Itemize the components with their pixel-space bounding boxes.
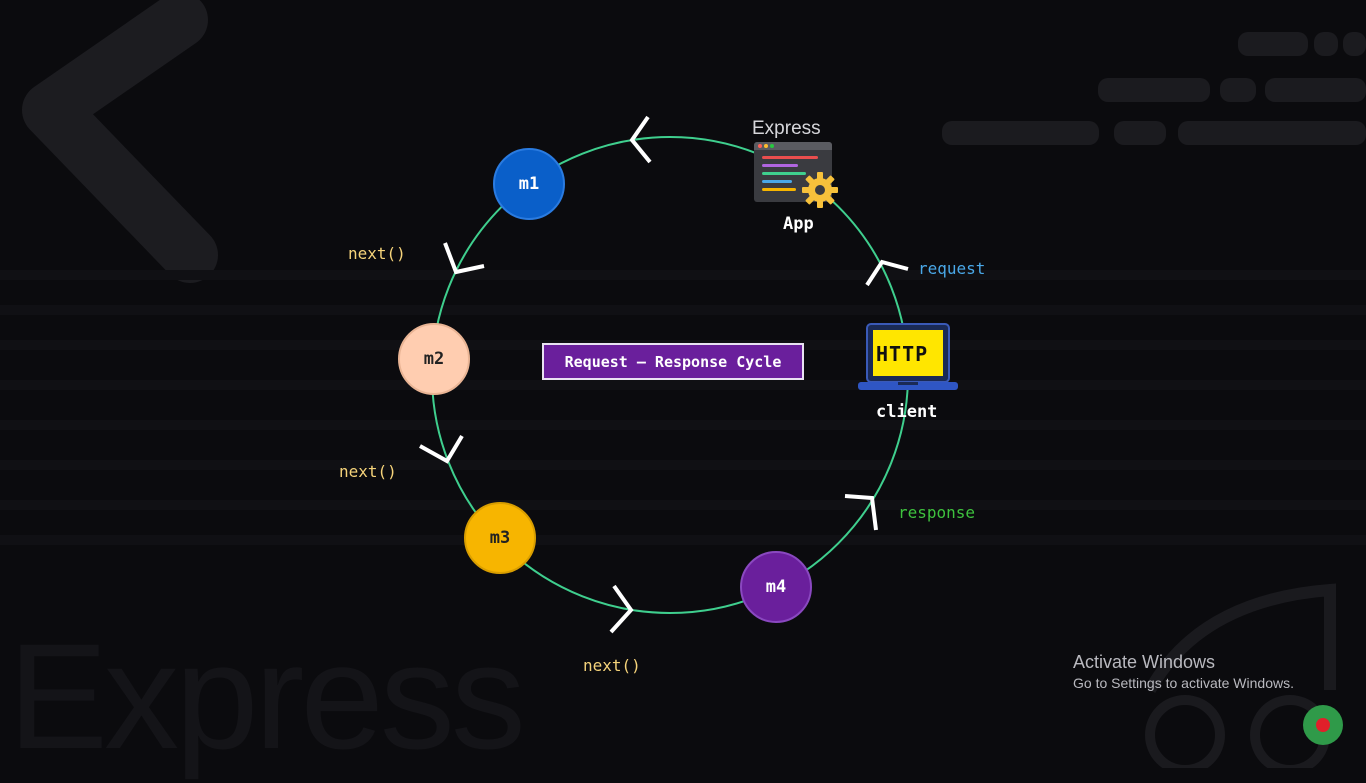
arrow-m2-to-m3: [419, 434, 464, 464]
node-m3-label: m3: [489, 528, 511, 548]
background-pill: [1265, 78, 1366, 102]
arrow-m1-to-m2: [443, 242, 485, 275]
background-band: [0, 270, 1366, 280]
node-m2-label: m2: [423, 349, 445, 369]
next-label-3: next(): [583, 656, 641, 675]
background-band: [0, 420, 1366, 430]
node-m3: m3: [464, 502, 536, 574]
arrow-m4-to-client: [844, 494, 878, 531]
background-band: [0, 500, 1366, 510]
background-pill: [1238, 32, 1308, 56]
laptop-screen-text: HTTP: [876, 342, 929, 366]
app-brand-label: Express: [752, 118, 821, 139]
record-icon: [1316, 718, 1330, 732]
next-label-1: next(): [348, 244, 406, 263]
background-band: [0, 535, 1366, 545]
arrow-m3-to-m4: [609, 584, 634, 634]
arrow-app-to-m1: [629, 115, 652, 164]
arrow-client-to-app: [865, 259, 909, 287]
watermark-text: Express: [8, 612, 526, 780]
record-button[interactable]: [1303, 705, 1343, 745]
response-label: response: [898, 503, 976, 522]
background-pill: [1314, 32, 1338, 56]
background-pill: [1114, 121, 1166, 145]
cycle-title: Request – Response Cycle: [542, 343, 804, 380]
node-m4: m4: [740, 551, 812, 623]
background-band: [0, 460, 1366, 470]
background-pill: [1220, 78, 1256, 102]
node-m1: m1: [493, 148, 565, 220]
gear-icon: [802, 172, 838, 208]
app-label: App: [783, 214, 814, 234]
next-label-2: next(): [339, 462, 397, 481]
request-label: request: [918, 259, 986, 278]
node-m4-label: m4: [765, 577, 787, 597]
activate-windows-title: Activate Windows: [1073, 652, 1216, 672]
background-pill: [1098, 78, 1210, 102]
background-band: [0, 380, 1366, 390]
background-pill: [942, 121, 1099, 145]
activate-windows-subtitle: Go to Settings to activate Windows.: [1073, 675, 1294, 691]
node-m2: m2: [398, 323, 470, 395]
node-m1-label: m1: [518, 174, 540, 194]
laptop-icon: [858, 323, 958, 390]
background-pill: [1178, 121, 1366, 145]
activate-windows-notice: Activate Windows Go to Settings to activ…: [1073, 652, 1294, 691]
background-pill: [1343, 32, 1366, 56]
client-label: client: [876, 402, 938, 422]
background-band: [0, 305, 1366, 315]
